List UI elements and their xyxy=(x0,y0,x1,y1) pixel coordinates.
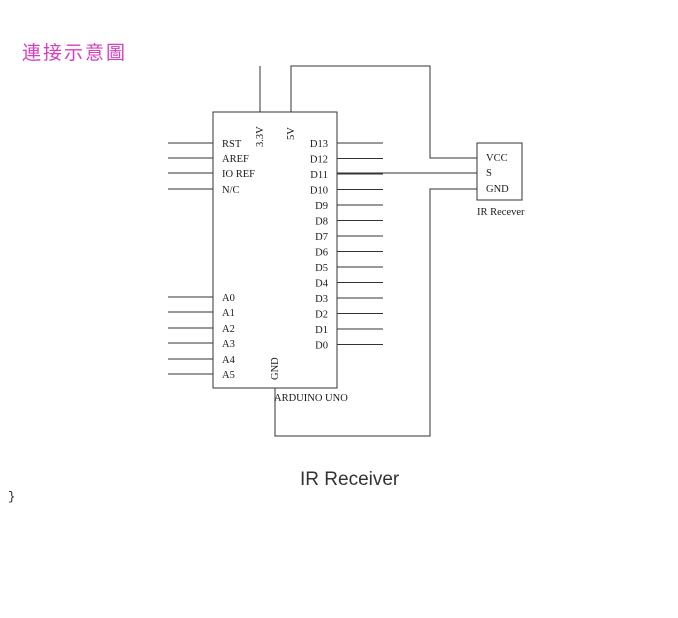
sensor-label: IR Recever xyxy=(477,207,525,218)
right-pin-label: D2 xyxy=(315,310,328,321)
right-pin-label: D5 xyxy=(315,263,328,274)
right-pin-label: D3 xyxy=(315,294,328,305)
right-pin-label: D7 xyxy=(315,232,328,243)
left-pin-label: A1 xyxy=(222,308,235,319)
sensor-pin-gnd: GND xyxy=(486,184,509,195)
right-pin-label: D6 xyxy=(315,248,328,259)
left-pin-label: N/C xyxy=(222,185,240,196)
left-pin-label: A2 xyxy=(222,324,235,335)
left-pin-label: A3 xyxy=(222,339,235,350)
board-label: ARDUINO UNO xyxy=(274,393,348,404)
pin-label-gnd: GND xyxy=(270,357,281,380)
left-pin-label: A0 xyxy=(222,293,235,304)
sensor-pin-vcc: VCC xyxy=(486,153,508,164)
left-pin-label: AREF xyxy=(222,154,249,165)
pin-label-5v: 5V xyxy=(286,127,297,140)
wires xyxy=(259,65,477,437)
right-pin-label: D9 xyxy=(315,201,328,212)
right-pin-label: D0 xyxy=(315,341,328,352)
sensor-pin-s: S xyxy=(486,168,492,179)
left-pin-label: A4 xyxy=(222,355,236,366)
right-pin-label: D10 xyxy=(310,186,328,197)
wire-5v-to-vcc xyxy=(290,65,477,159)
right-pin-label: D12 xyxy=(310,155,328,166)
right-pin-label: D8 xyxy=(315,217,328,228)
right-pin-label: D11 xyxy=(310,170,328,181)
stray-brace-text: } xyxy=(8,490,16,504)
right-pin-label: D1 xyxy=(315,325,328,336)
right-pin-label: D4 xyxy=(315,279,329,290)
wire-gnd-to-gnd xyxy=(274,188,477,437)
diagram-caption: IR Receiver xyxy=(300,469,400,490)
diagram-heading: 連接示意圖 xyxy=(22,42,128,64)
ir-receiver-module xyxy=(476,142,523,201)
pin-label-3v3: 3.3V xyxy=(255,126,266,147)
left-pin-label: IO REF xyxy=(222,169,255,180)
left-pin-label: RST xyxy=(222,139,242,150)
left-pin-label: A5 xyxy=(222,370,235,381)
right-pin-label: D13 xyxy=(310,139,328,150)
